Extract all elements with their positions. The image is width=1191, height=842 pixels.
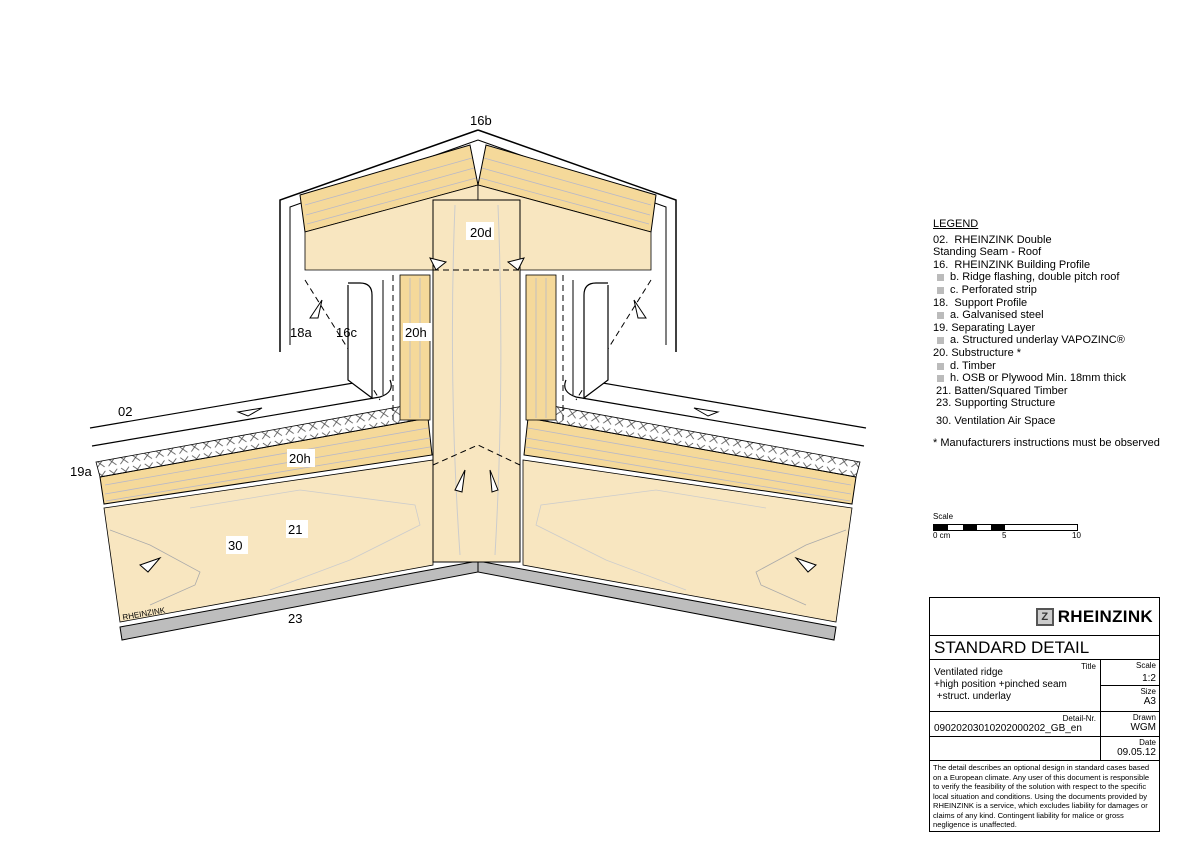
right-roof-section [477, 129, 867, 641]
label-18a: 18a [290, 325, 312, 340]
legend-item: 21. Batten/Squared Timber [933, 384, 1068, 397]
scale-label: Scale [933, 512, 954, 521]
scale-tick-0: 0 cm [933, 531, 951, 540]
scale-tick-5: 5 [1002, 531, 1007, 540]
legend-item: 16. RHEINZINK Building Profile [933, 258, 1091, 271]
legend-item: a. Structured underlay VAPOZINC® [933, 334, 1160, 347]
legend-swatch-icon [937, 274, 944, 282]
label-19a: 19a [70, 464, 92, 479]
legend-heading: LEGEND [933, 218, 979, 230]
legend-swatch-icon [937, 375, 944, 383]
standard-detail-heading: STANDARD DETAIL [930, 636, 1159, 660]
legend-item: 18. Support Profile [933, 296, 1028, 309]
legend-swatch-icon [937, 337, 944, 345]
legend-item: 02. RHEINZINK Double [933, 233, 1052, 246]
legend-item: 23. Supporting Structure [933, 397, 1056, 410]
label-21: 21 [288, 522, 302, 537]
legend-item: b. Ridge flashing, double pitch roof [933, 271, 1160, 284]
left-roof-section [89, 129, 479, 641]
legend-swatch-icon [937, 362, 944, 370]
legend-item: c. Perforated strip [933, 284, 1160, 297]
label-20d: 20d [470, 225, 492, 240]
title-block: Z RHEINZINK STANDARD DETAIL Title Ventil… [929, 597, 1160, 832]
ridge-timber-20d [432, 199, 521, 563]
legend-item: 19. Separating Layer [933, 321, 1036, 334]
drawn-by: WGM [1130, 722, 1156, 733]
legend-item: Standing Seam - Roof [933, 246, 1042, 259]
label-16b: 16b [470, 113, 492, 128]
detail-title: Ventilated ridge +high position +pinched… [934, 667, 1067, 702]
scale-value: 1:2 [1142, 673, 1156, 684]
rheinzink-logo-icon: Z [1035, 607, 1054, 626]
scale-tick-10: 10 [1072, 531, 1081, 540]
detail-number: 0902020301020200020​2_GB_en [934, 723, 1082, 734]
label-20h-osb: 20h [289, 451, 311, 466]
date-value: 09.05.12 [1117, 747, 1156, 758]
label-23: 23 [288, 611, 302, 626]
size-value: A3 [1143, 696, 1156, 707]
legend-item: 30. Ventilation Air Space [933, 414, 1056, 427]
brand-logo: Z RHEINZINK [930, 598, 1159, 636]
legend-item: 20. Substructure * [933, 346, 1022, 359]
label-20h-vertical: 20h [405, 325, 427, 340]
label-30: 30 [228, 538, 242, 553]
legend-swatch-icon [937, 286, 944, 294]
legend-item: a. Galvanised steel [933, 309, 1160, 322]
legend-item: h. OSB or Plywood Min. 18mm thick [933, 372, 1160, 385]
disclaimer: The detail describes an optional design … [933, 763, 1150, 829]
scale-bar: Scale 0 cm 5 10 [933, 512, 1093, 541]
label-02: 02 [118, 404, 132, 419]
legend-swatch-icon [937, 312, 944, 320]
legend-note: * Manufacturers instructions must be obs… [933, 436, 1160, 449]
legend-item: d. Timber [933, 360, 1160, 373]
label-16c: 16c [336, 325, 357, 340]
